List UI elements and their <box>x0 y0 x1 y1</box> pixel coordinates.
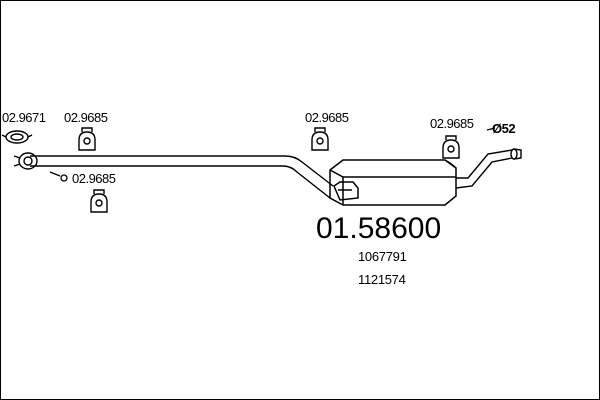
rubber-hanger-1 <box>78 127 96 151</box>
clamp-ring <box>1 130 33 144</box>
label-hanger-1-part: 02.9685 <box>64 110 108 125</box>
tail-size-arrow <box>486 127 496 131</box>
oe-reference-1: 1067791 <box>358 249 407 264</box>
label-clamp-part: 02.9671 <box>2 110 46 125</box>
label-tail-size: Ø52 <box>492 121 516 136</box>
bolt <box>49 171 68 182</box>
label-hanger-right-part: 02.9685 <box>430 116 474 131</box>
label-hanger-2-part: 02.9685 <box>72 171 116 186</box>
muffler <box>329 159 457 206</box>
front-flange <box>13 152 38 170</box>
rubber-hanger-right <box>442 135 460 159</box>
tail-pipe <box>455 148 522 189</box>
exhaust-pipe <box>30 155 334 199</box>
main-part-number: 01.58600 <box>316 212 442 245</box>
oe-reference-2: 1121574 <box>358 272 406 287</box>
rubber-hanger-2 <box>90 189 108 213</box>
label-hanger-mid-part: 02.9685 <box>305 110 349 125</box>
rubber-hanger-mid <box>311 127 329 151</box>
